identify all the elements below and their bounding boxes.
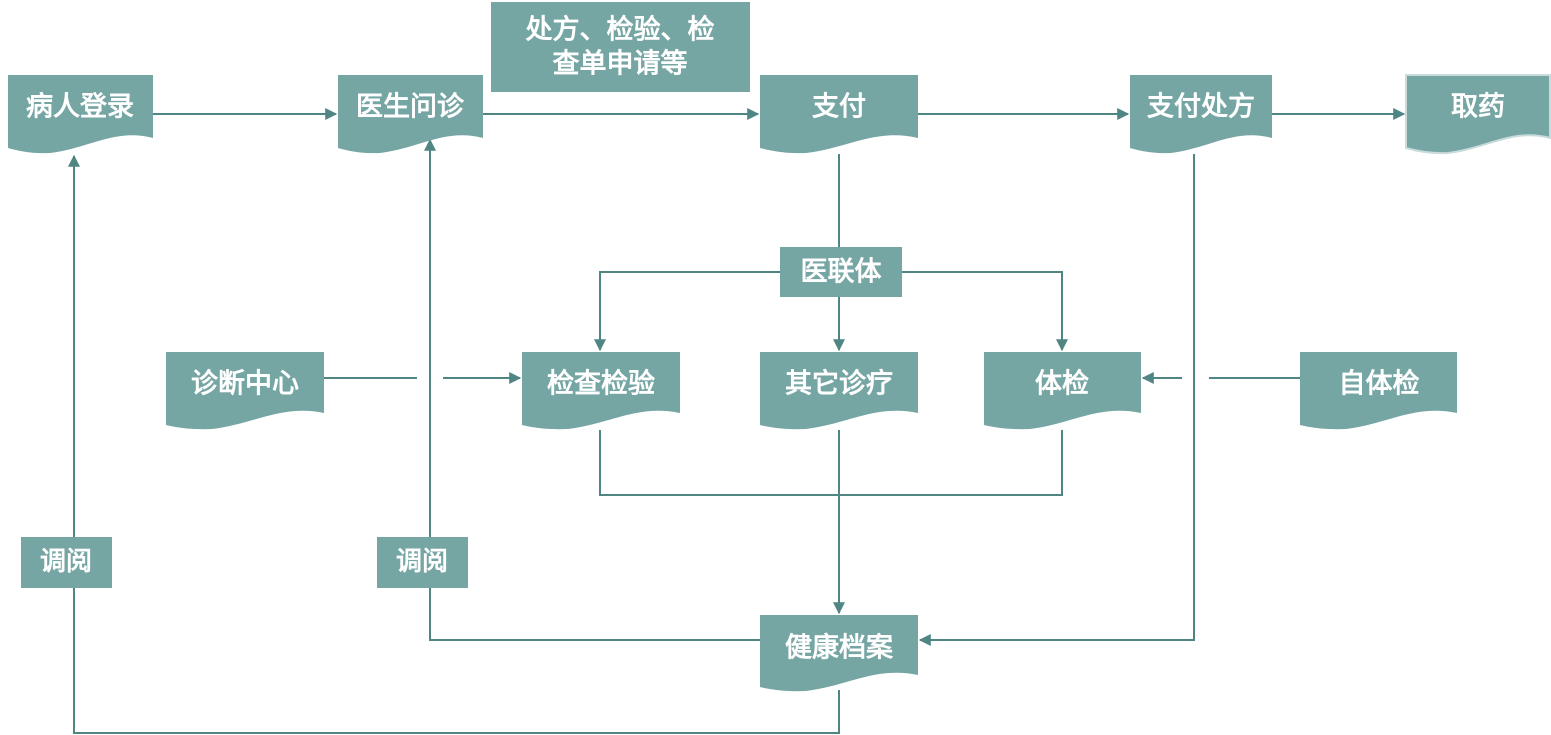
- edge-health-record-to-review-mid: [429, 588, 760, 641]
- node-health-record: 健康档案: [760, 615, 918, 692]
- node-prescription-note-line1: 处方、检验、检: [525, 14, 715, 46]
- node-other-treatment-label: 其它诊疗: [785, 368, 893, 400]
- node-prescription-note-line2: 查单申请等: [553, 48, 688, 80]
- node-review-left-label: 调阅: [40, 547, 92, 577]
- edge-alliance-to-exam-test: [594, 271, 780, 352]
- node-diagnosis-center-label: 诊断中心: [191, 368, 299, 400]
- node-medical-alliance: 医联体: [780, 247, 902, 297]
- node-exam-test: 检查检验: [522, 352, 680, 430]
- node-medical-alliance-label: 医联体: [801, 257, 883, 288]
- node-doctor-consult: 医生问诊: [338, 75, 483, 154]
- node-review-mid: 调阅: [377, 537, 468, 588]
- node-payment: 支付: [760, 75, 918, 154]
- node-patient-login-label: 病人登录: [26, 92, 134, 123]
- edge-pay-prescription-to-health-record: [918, 154, 1195, 646]
- node-get-medicine-label: 取药: [1451, 92, 1505, 123]
- node-self-exam: 自体检: [1300, 352, 1457, 430]
- node-health-record-label: 健康档案: [785, 632, 894, 664]
- node-physical-exam-label: 体检: [1035, 368, 1089, 400]
- node-patient-login: 病人登录: [8, 75, 153, 154]
- node-exam-test-label: 检查检验: [547, 368, 655, 400]
- node-prescription-note: 处方、检验、检 查单申请等: [491, 2, 750, 92]
- node-pay-prescription: 支付处方: [1130, 75, 1272, 154]
- node-physical-exam: 体检: [984, 352, 1141, 430]
- node-pay-prescription-label: 支付处方: [1147, 91, 1255, 123]
- node-diagnosis-center: 诊断中心: [166, 352, 324, 430]
- node-self-exam-label: 自体检: [1339, 368, 1420, 400]
- node-other-treatment: 其它诊疗: [760, 352, 918, 430]
- edge-alliance-to-physical-exam: [902, 271, 1068, 352]
- node-payment-label: 支付: [812, 92, 866, 123]
- edge-health-record-to-review-left: [73, 588, 840, 734]
- node-review-mid-label: 调阅: [396, 547, 448, 577]
- node-get-medicine: 取药: [1405, 74, 1551, 155]
- node-review-left: 调阅: [21, 537, 112, 588]
- node-doctor-consult-label: 医生问诊: [356, 91, 465, 123]
- edge-exam-merge: [599, 430, 1063, 496]
